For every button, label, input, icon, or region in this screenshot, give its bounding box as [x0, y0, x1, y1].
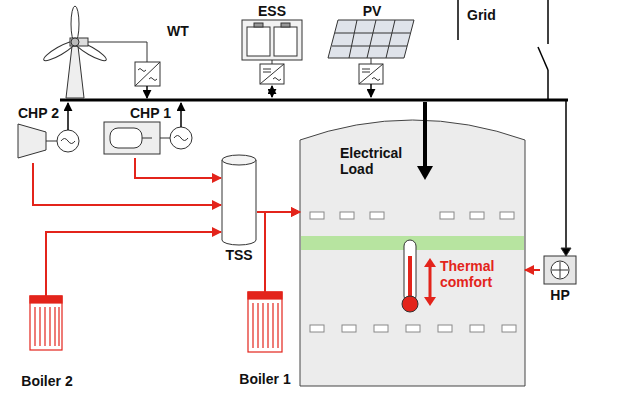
label-slot: Thermal comfort	[440, 258, 515, 291]
label-slot: ESS	[236, 2, 308, 20]
boiler-symbol	[30, 296, 62, 350]
component-node: CHP 1	[100, 103, 200, 158]
component-label: ESS	[258, 3, 286, 19]
pv-panel-symbol	[328, 20, 414, 97]
building-symbol	[300, 102, 525, 386]
gas-turbine-symbol	[18, 103, 79, 158]
component-node: Boiler 1	[232, 292, 298, 389]
grid-switch-symbol	[458, 0, 548, 99]
heat-flow-arrow	[265, 212, 300, 292]
label-slot: CHP 2	[18, 104, 59, 122]
ac-ac-converter	[88, 42, 160, 98]
component-node: Grid	[455, 2, 555, 97]
heat-flow-arrow	[525, 269, 540, 271]
heat-pump-symbol	[544, 100, 576, 284]
component-node: WT	[15, 2, 205, 94]
component-label: CHP 2	[18, 105, 59, 121]
electrical-bus	[60, 99, 568, 102]
component-label: CHP 1	[130, 105, 171, 121]
component-node: Boiler 2	[14, 296, 80, 392]
component-node: CHP 2	[14, 103, 84, 163]
label-slot: HP	[540, 286, 580, 304]
component-label: Boiler 2	[21, 373, 72, 389]
label-slot: TSS	[221, 246, 257, 264]
component-node: HP	[540, 252, 580, 308]
label-slot: Grid	[467, 6, 496, 24]
component-label: TSS	[225, 247, 252, 263]
component-node: PV	[326, 2, 418, 88]
heat-flow-arrow	[135, 158, 221, 178]
component-node: Electrical LoadThermal comfort	[300, 106, 525, 386]
component-label: WT	[167, 23, 189, 39]
label-slot: CHP 1	[130, 104, 171, 122]
component-node: TSS	[221, 152, 257, 268]
component-node: ESS	[236, 2, 308, 88]
battery-symbol	[242, 20, 302, 97]
label-slot: WT	[167, 22, 189, 40]
wind-turbine-symbol	[42, 6, 108, 98]
component-label: Electrical Load	[340, 145, 418, 177]
engine-symbol	[104, 103, 192, 154]
component-label: Thermal comfort	[440, 258, 515, 290]
storage-tank-symbol	[222, 155, 256, 245]
component-label: Grid	[467, 7, 496, 23]
heat-flow-arrow	[46, 232, 221, 296]
component-label: PV	[363, 3, 382, 19]
boiler-symbol	[248, 292, 282, 352]
label-slot: Boiler 2	[14, 372, 80, 390]
label-slot: Electrical Load	[340, 145, 418, 178]
heat-flow-arrow	[33, 163, 221, 205]
label-slot: PV	[326, 2, 418, 20]
label-slot: Boiler 1	[232, 370, 298, 388]
component-label: Boiler 1	[239, 371, 290, 387]
component-label: HP	[550, 287, 569, 303]
